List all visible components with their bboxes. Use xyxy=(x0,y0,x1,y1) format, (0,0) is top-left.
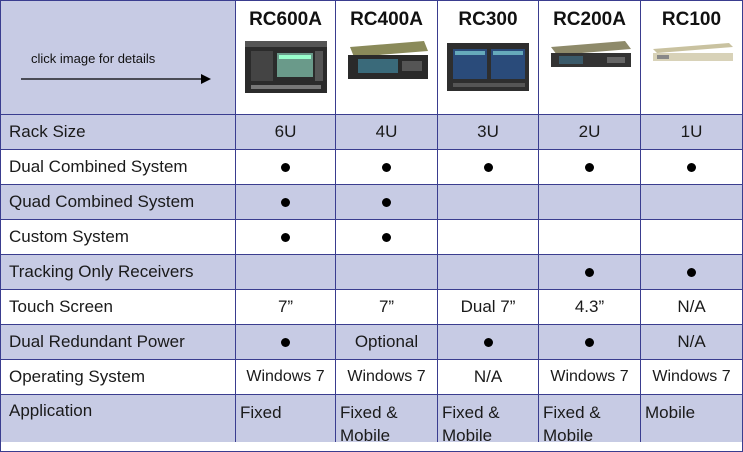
bullet-icon xyxy=(382,162,391,172)
header-hint-cell: click image for details xyxy=(1,1,236,115)
cell-value: Fixed & Mobile xyxy=(539,395,641,445)
row-label: Dual Combined System xyxy=(1,150,236,185)
empty-cell xyxy=(438,185,539,220)
header-model-rc600a: RC600A xyxy=(236,1,336,115)
empty-cell xyxy=(336,255,438,290)
bullet-icon xyxy=(281,162,290,172)
model-name: RC100 xyxy=(661,9,722,30)
bullet-icon xyxy=(585,267,594,277)
bullet-icon xyxy=(585,337,594,347)
empty-cell xyxy=(641,185,742,220)
model-name: RC300 xyxy=(458,9,518,30)
right-arrow-icon xyxy=(21,74,211,84)
bullet-icon xyxy=(281,232,290,242)
bullet-icon xyxy=(687,267,696,277)
feature-dot xyxy=(336,185,438,220)
row-label: Application xyxy=(1,395,236,442)
feature-dot xyxy=(336,220,438,255)
row-label: Operating System xyxy=(1,360,236,395)
row-label: Quad Combined System xyxy=(1,185,236,220)
bullet-icon xyxy=(483,162,493,172)
cell-value: Fixed & Mobile xyxy=(336,395,438,445)
cell-value: 6U xyxy=(236,115,336,150)
cell-value: 3U xyxy=(438,115,539,150)
cell-value: 7” xyxy=(336,290,438,325)
feature-dot xyxy=(236,325,336,360)
rc300-product-image[interactable] xyxy=(445,39,531,95)
row-label: Rack Size xyxy=(1,115,236,150)
cell-value: Mobile xyxy=(641,395,742,442)
row-label: Tracking Only Receivers xyxy=(1,255,236,290)
empty-cell xyxy=(236,255,336,290)
bullet-icon xyxy=(281,197,290,207)
empty-cell xyxy=(539,185,641,220)
cell-value: N/A xyxy=(641,325,742,360)
model-name: RC200A xyxy=(553,9,626,30)
row-label: Custom System xyxy=(1,220,236,255)
cell-value: 1U xyxy=(641,115,742,150)
feature-dot xyxy=(641,255,742,290)
cell-value: Fixed & Mobile xyxy=(438,395,539,445)
feature-dot xyxy=(539,255,641,290)
bullet-icon xyxy=(382,232,391,242)
cell-value: 4U xyxy=(336,115,438,150)
feature-dot xyxy=(539,325,641,360)
cell-value: Fixed xyxy=(236,395,336,442)
cell-value: Optional xyxy=(336,325,438,360)
empty-cell xyxy=(438,220,539,255)
rc600a-product-image[interactable] xyxy=(243,39,329,95)
feature-dot xyxy=(641,150,742,185)
rc200a-product-image[interactable] xyxy=(547,39,633,75)
cell-value: Windows 7 xyxy=(236,360,336,395)
click-hint-text: click image for details xyxy=(31,51,156,66)
feature-dot xyxy=(236,185,336,220)
row-label: Dual Redundant Power xyxy=(1,325,236,360)
empty-cell xyxy=(641,220,742,255)
cell-value: Dual 7” xyxy=(438,290,539,325)
feature-dot xyxy=(336,150,438,185)
cell-value: Windows 7 xyxy=(336,360,438,395)
header-model-rc100: RC100 xyxy=(641,1,742,115)
model-name: RC600A xyxy=(249,9,322,30)
feature-dot xyxy=(438,150,539,185)
bullet-icon xyxy=(382,197,391,207)
rc400a-product-image[interactable] xyxy=(344,39,430,85)
header-model-rc200a: RC200A xyxy=(539,1,641,115)
cell-value: 7” xyxy=(236,290,336,325)
bullet-icon xyxy=(585,162,594,172)
feature-dot xyxy=(236,150,336,185)
feature-dot xyxy=(236,220,336,255)
model-name: RC400A xyxy=(350,9,423,30)
header-model-rc400a: RC400A xyxy=(336,1,438,115)
empty-cell xyxy=(438,255,539,290)
row-label: Touch Screen xyxy=(1,290,236,325)
cell-value: 2U xyxy=(539,115,641,150)
feature-dot xyxy=(539,150,641,185)
empty-cell xyxy=(539,220,641,255)
cell-value: N/A xyxy=(438,360,539,395)
rc100-product-image[interactable] xyxy=(649,39,735,69)
cell-value: Windows 7 xyxy=(539,360,641,395)
cell-value: N/A xyxy=(641,290,742,325)
bullet-icon xyxy=(687,162,696,172)
header-model-rc300: RC300 xyxy=(438,1,539,115)
cell-value: Windows 7 xyxy=(641,360,742,395)
cell-value: 4.3” xyxy=(539,290,641,325)
feature-dot xyxy=(438,325,539,360)
bullet-icon xyxy=(281,337,290,347)
bullet-icon xyxy=(483,337,493,347)
